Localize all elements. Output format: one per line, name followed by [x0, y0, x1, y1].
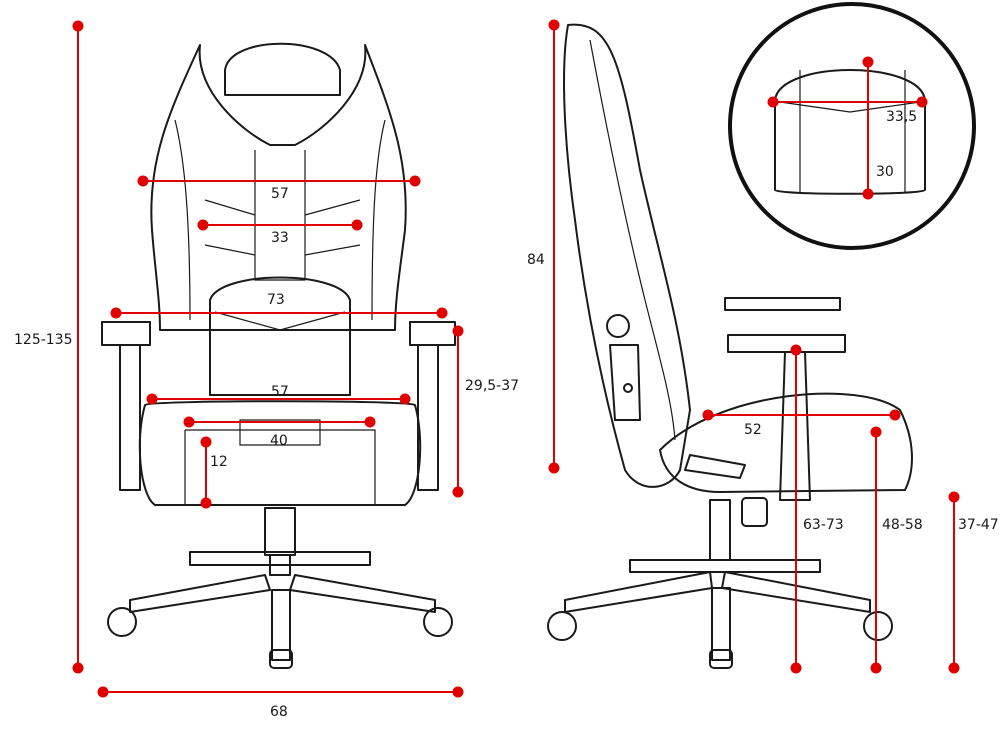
- headrest-inset: [728, 2, 976, 250]
- dim-headrest-height: 30: [862, 56, 894, 200]
- dim-backrest-upper-width: 57: [137, 175, 421, 202]
- front-lumbar-chevron: [214, 311, 346, 331]
- front-right-armrest: [409, 321, 456, 491]
- dim-seat-front-width: 40: [183, 416, 376, 449]
- inset-headrest-seams: [779, 70, 921, 192]
- dim-seat-floor-height-label: 48-58: [882, 517, 923, 533]
- inset-circle-frame: [728, 2, 976, 250]
- front-lumbar-pillow: [209, 276, 351, 396]
- side-recline-knob: [606, 314, 630, 338]
- side-gas-cylinder: [709, 499, 731, 561]
- front-caster-right: [423, 607, 453, 637]
- dim-backrest-height: 84: [527, 19, 560, 474]
- side-caster-left: [547, 611, 577, 641]
- dim-armrest-floor-height-label: 63-73: [803, 517, 844, 533]
- front-seat-cushion: [138, 400, 422, 506]
- side-bracket-bolt: [623, 383, 633, 393]
- side-armrest-lower-pad: [727, 334, 846, 353]
- side-caster-center: [709, 649, 733, 669]
- front-caster-left: [107, 607, 137, 637]
- front-backrest-inner: [174, 119, 386, 321]
- front-view-chair: [101, 42, 456, 669]
- dim-backrest-height-label: 84: [527, 252, 545, 268]
- dim-headrest-height-label: 30: [876, 164, 894, 180]
- front-caster-center: [269, 649, 293, 669]
- side-recline-bracket: [609, 344, 641, 421]
- dim-base-width: 68: [97, 686, 464, 720]
- dim-lift-range-label: 37-47: [958, 517, 999, 533]
- dim-seat-back-width: 57: [146, 384, 411, 405]
- side-backrest-inner: [589, 39, 676, 441]
- front-headrest-pillow: [224, 42, 341, 96]
- side-star-base: [564, 559, 871, 661]
- dim-seat-front-width-label: 40: [270, 433, 288, 449]
- side-tilt-mechanism: [684, 454, 746, 479]
- inset-headrest-pillow: [774, 69, 926, 195]
- side-seat: [659, 392, 913, 493]
- side-armrest-upper-pad: [724, 297, 841, 311]
- dim-armrest-height-label: 29,5-37: [465, 378, 519, 394]
- front-gas-cylinder: [264, 507, 296, 576]
- front-seat-front-panel: [184, 419, 376, 505]
- front-backrest-shell: [150, 44, 407, 331]
- side-view-chair: [547, 23, 913, 669]
- dim-base-width-label: 68: [270, 704, 288, 720]
- side-tension-knob: [741, 497, 768, 527]
- side-caster-right: [863, 611, 893, 641]
- dim-seat-cushion-depth-label: 12: [210, 454, 228, 470]
- dim-lift-range: 37-47: [948, 491, 999, 674]
- dim-armrest-span: 73: [110, 292, 448, 319]
- dim-headrest-width: 33,5: [767, 96, 928, 125]
- dim-backrest-upper-width-label: 57: [271, 186, 289, 202]
- dim-seat-floor-height: 48-58: [870, 426, 923, 674]
- side-backrest: [563, 23, 691, 488]
- front-chevron-upper: [204, 199, 361, 256]
- dim-seat-cushion-depth: 12: [200, 436, 228, 509]
- dim-total-height: 125-135: [14, 20, 84, 674]
- dim-backrest-mid-width: 33: [197, 219, 363, 246]
- dim-armrest-span-label: 73: [267, 292, 285, 308]
- dim-armrest-floor-height: 63-73: [790, 344, 844, 674]
- front-spine-panel: [254, 150, 306, 281]
- dim-armrest-height: 29,5-37: [452, 325, 519, 498]
- dim-headrest-width-label: 33,5: [886, 109, 917, 125]
- dim-seat-back-width-label: 57: [271, 384, 289, 400]
- front-star-base: [129, 551, 436, 661]
- dimension-markers: 125-135 68 57 33 73: [14, 19, 999, 720]
- dim-seat-depth-label: 52: [744, 422, 762, 438]
- dim-seat-depth: 52: [702, 409, 901, 438]
- dim-backrest-mid-width-label: 33: [271, 230, 289, 246]
- front-left-armrest: [101, 321, 151, 491]
- dim-total-height-label: 125-135: [14, 332, 73, 348]
